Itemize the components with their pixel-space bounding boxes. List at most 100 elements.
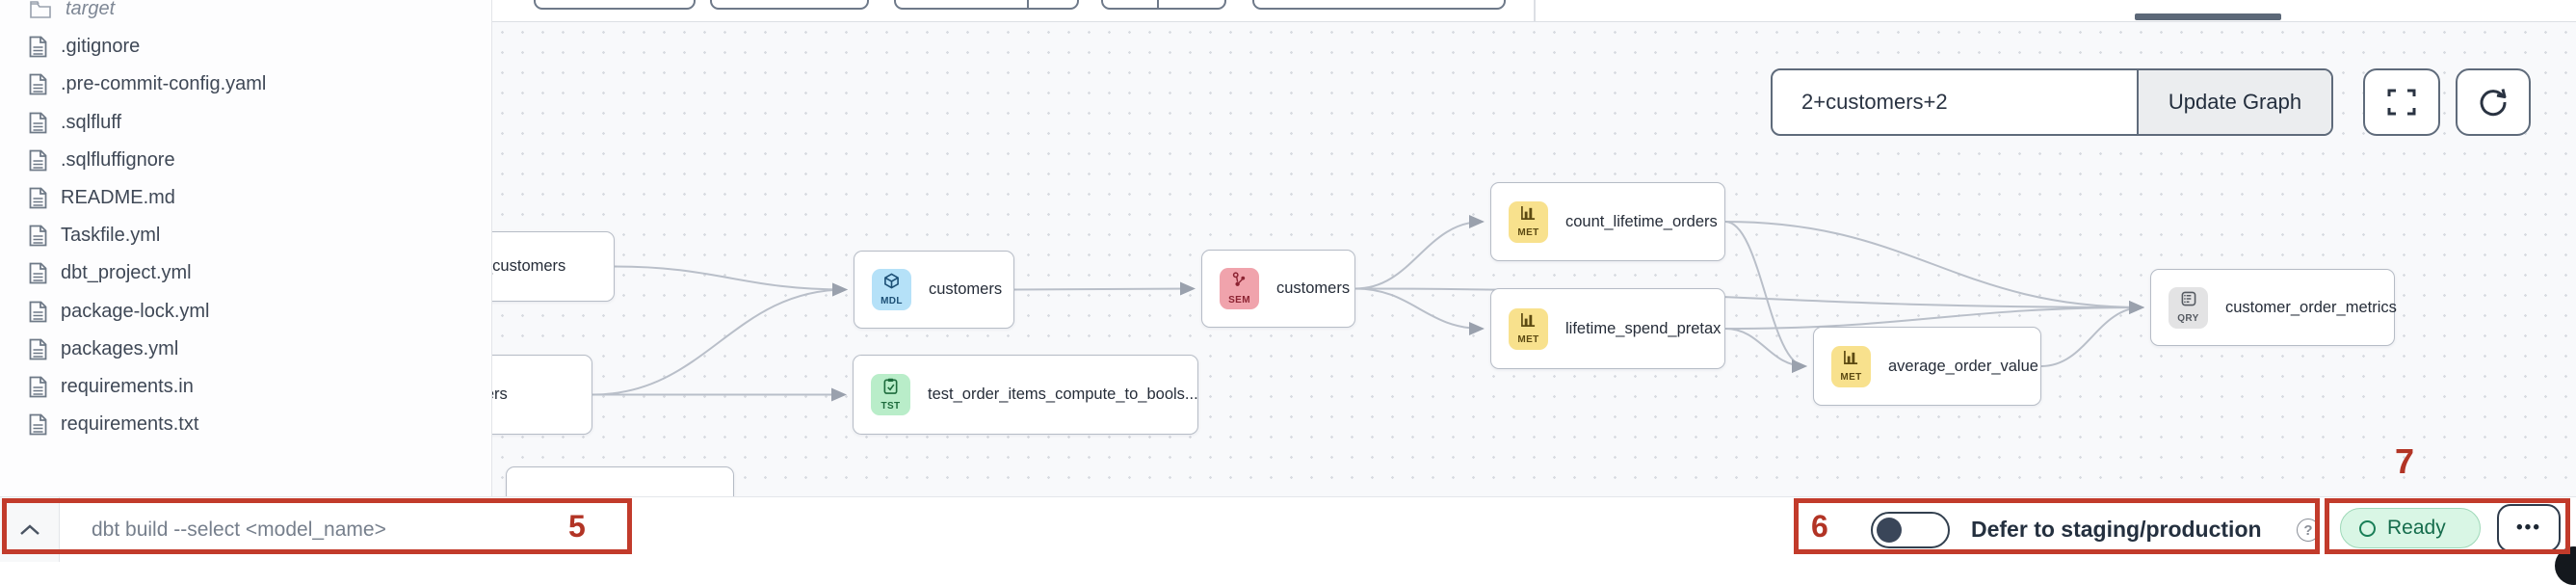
status-badge: Ready <box>2340 508 2481 548</box>
collapse-panel-button[interactable] <box>0 497 60 562</box>
node-label: stg_customers <box>492 257 566 275</box>
file-item-Taskfile-yml[interactable]: Taskfile.yml <box>0 217 491 254</box>
refresh-button[interactable] <box>2456 68 2531 136</box>
node-label: average_order_value <box>1888 357 2038 375</box>
report-grid-icon <box>2181 291 2196 311</box>
toolbar-button-partial[interactable] <box>534 0 696 10</box>
edge-stg_customers-to-customers_mdl <box>614 265 848 297</box>
badge-type-label: MET <box>1517 334 1539 345</box>
lineage-node-partial_node[interactable] <box>506 466 734 496</box>
node-label: customers <box>1276 279 1351 297</box>
lineage-canvas[interactable]: stg_customersordersMDLcustomersTSTtest_o… <box>492 21 2576 496</box>
lineage-node-average_order_value[interactable]: MET average_order_value <box>1813 327 2041 406</box>
edge-average_order_value-to-customer_order_metrics <box>2040 301 2144 367</box>
toolbar-button-partial[interactable] <box>894 0 1079 10</box>
file-item--sqlfluff[interactable]: .sqlfluff <box>0 104 491 142</box>
file-icon <box>29 338 47 360</box>
node-label: lifetime_spend_pretax <box>1565 319 1722 337</box>
file-item-requirements-txt[interactable]: requirements.txt <box>0 406 491 443</box>
lineage-node-lifetime_spend_pretax[interactable]: MET lifetime_spend_pretax <box>1490 288 1725 369</box>
file-label: target <box>66 0 116 19</box>
edge-lifetime_spend_pretax-to-customer_order_metrics <box>1724 301 2144 330</box>
graph-selector-group: 2+customers+2 Update Graph <box>1771 68 2333 136</box>
update-graph-button[interactable]: Update Graph <box>2137 70 2331 134</box>
qry-badge: QRY <box>2169 286 2208 329</box>
help-icon[interactable]: ? <box>2297 519 2320 542</box>
file-item-package-lock-yml[interactable]: package-lock.yml <box>0 293 491 331</box>
button-divider <box>1157 0 1159 8</box>
sem-badge: SEM <box>1220 268 1259 309</box>
badge-type-label: MET <box>1517 227 1539 238</box>
node-label: customer_order_metrics <box>2225 298 2397 316</box>
file-item-requirements-in[interactable]: requirements.in <box>0 368 491 406</box>
badge-type-label: QRY <box>2177 313 2199 324</box>
badge-type-label: TST <box>881 401 901 412</box>
file-label: packages.yml <box>61 337 179 359</box>
command-bar: dbt build --select <model_name> Defer to… <box>0 496 2576 585</box>
file-icon <box>29 225 47 247</box>
clipboard-check-icon <box>883 378 898 399</box>
file-item--sqlfluffignore[interactable]: .sqlfluffignore <box>0 142 491 179</box>
met-badge: MET <box>1509 307 1548 350</box>
node-label: orders <box>492 386 508 403</box>
defer-label: Defer to staging/production <box>1971 517 2262 542</box>
lineage-node-test_bools[interactable]: TST test_order_items_compute_to_bools... <box>853 355 1198 435</box>
mdl-badge: MDL <box>872 269 911 310</box>
file-item--gitignore[interactable]: .gitignore <box>0 28 491 66</box>
bar-chart-icon <box>1520 312 1537 332</box>
file-icon <box>29 149 47 172</box>
met-badge: MET <box>1831 345 1871 387</box>
file-label: README.md <box>61 187 175 208</box>
chat-bubble-partial[interactable] <box>2555 546 2576 585</box>
top-toolbar-strip <box>492 0 2576 21</box>
node-label: test_order_items_compute_to_bools... <box>928 386 1198 403</box>
node-label: count_lifetime_orders <box>1565 212 1718 230</box>
toolbar-button-partial[interactable] <box>1101 0 1226 10</box>
file-explorer: target .gitignore .pre-commit-config.yaml.… <box>0 0 492 496</box>
edge-count_lifetime_orders-to-customer_order_metrics <box>1724 221 2144 314</box>
fullscreen-button[interactable] <box>2363 68 2440 136</box>
command-input[interactable]: dbt build --select <model_name> <box>92 518 386 541</box>
lineage-node-count_lifetime_orders[interactable]: MET count_lifetime_orders <box>1490 182 1725 261</box>
chevron-up-icon <box>19 523 39 535</box>
tst-badge: TST <box>871 374 910 415</box>
file-item-README-md[interactable]: README.md <box>0 179 491 217</box>
edge-customers_sem-to-count_lifetime_orders <box>1354 215 1485 290</box>
file-label: .sqlfluff <box>61 111 121 133</box>
refresh-icon <box>2480 89 2507 117</box>
file-icon <box>29 36 47 58</box>
file-icon <box>29 262 47 284</box>
file-icon <box>29 376 47 398</box>
toolbar-button-partial[interactable] <box>710 0 869 10</box>
edge-customers_mdl-to-customers_sem <box>1013 281 1196 296</box>
graph-selector-input[interactable]: 2+customers+2 <box>1801 90 1948 114</box>
lineage-node-orders[interactable]: orders <box>492 355 592 435</box>
file-icon <box>29 112 47 134</box>
more-options-button[interactable]: ••• <box>2497 504 2561 552</box>
edge-orders-to-customers_mdl <box>591 282 848 396</box>
status-circle-icon <box>2359 519 2376 537</box>
semantic-graph-icon <box>1231 272 1248 293</box>
file-label: .gitignore <box>61 36 141 58</box>
lineage-node-customers_sem[interactable]: SEM customers <box>1201 250 1355 328</box>
edge-count_lifetime_orders-to-average_order_value <box>1724 221 1807 373</box>
file-label: .pre-commit-config.yaml <box>61 73 267 95</box>
file-item--pre-commit-config-yaml[interactable]: .pre-commit-config.yaml <box>0 66 491 103</box>
defer-toggle[interactable] <box>1871 512 1950 548</box>
file-label: dbt_project.yml <box>61 262 192 284</box>
file-item-dbt-project-yml[interactable]: dbt_project.yml <box>0 254 491 292</box>
bar-chart-icon <box>1520 205 1537 226</box>
file-label: requirements.txt <box>61 413 199 436</box>
file-item-packages-yml[interactable]: packages.yml <box>0 331 491 368</box>
button-divider <box>1027 0 1029 8</box>
folder-item-target[interactable]: target <box>0 0 491 28</box>
lineage-node-stg_customers[interactable]: stg_customers <box>492 231 615 302</box>
file-label: package-lock.yml <box>61 300 210 322</box>
file-icon <box>29 187 47 209</box>
lineage-node-customer_order_metrics[interactable]: QRY customer_order_metrics <box>2150 269 2397 346</box>
toolbar-button-partial[interactable] <box>1252 0 1506 10</box>
edge-customers_sem-to-lifetime_spend_pretax <box>1354 287 1485 335</box>
met-badge: MET <box>1509 200 1548 243</box>
badge-type-label: MET <box>1840 372 1862 383</box>
